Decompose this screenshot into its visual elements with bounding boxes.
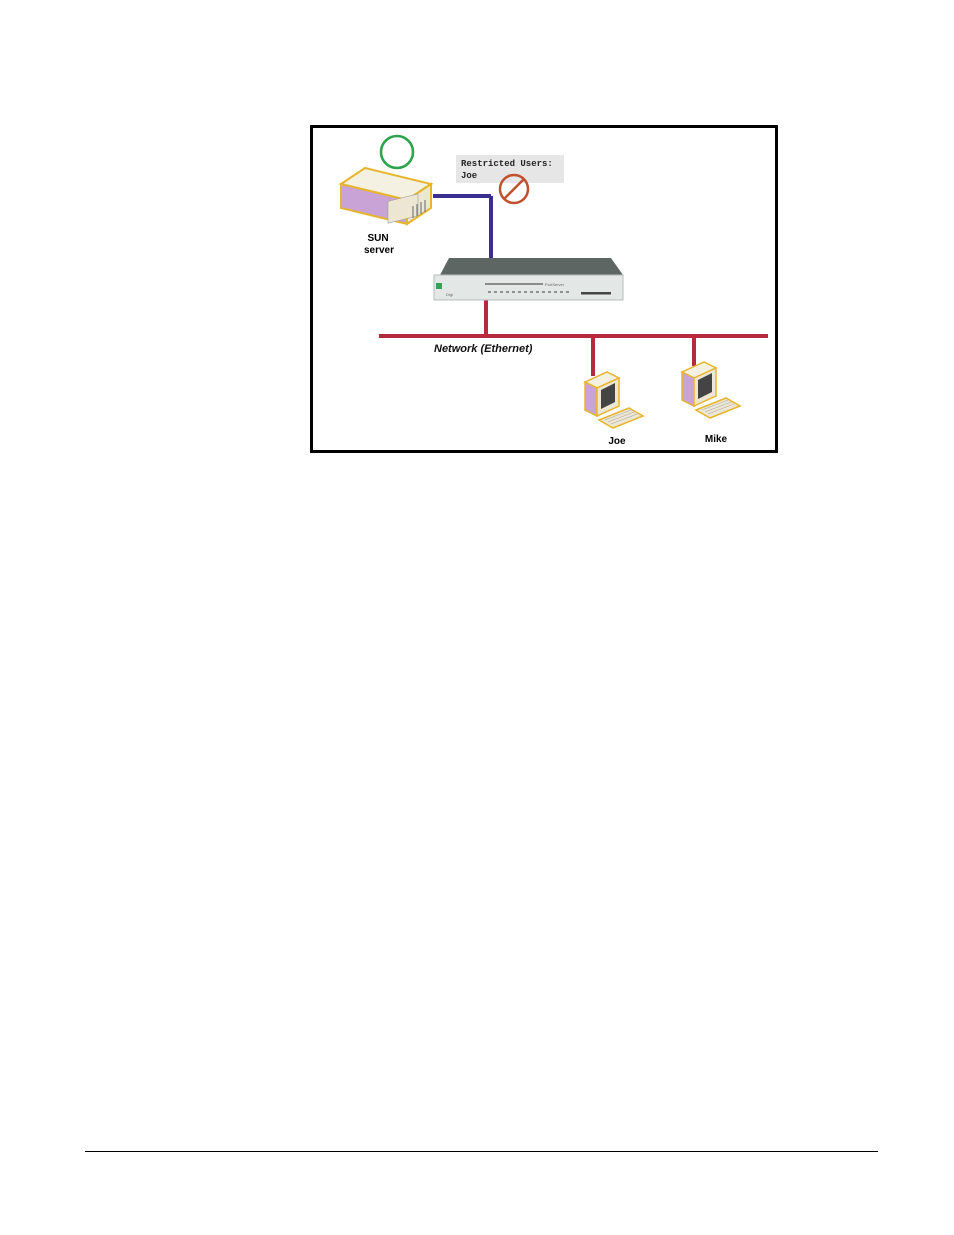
network-label: Network (Ethernet) bbox=[434, 343, 533, 355]
terminal-server-icon: Digi PortServer bbox=[434, 258, 623, 300]
footer-rule bbox=[85, 1151, 878, 1152]
user-label-joe: Joe bbox=[608, 436, 626, 447]
computer-icon bbox=[585, 372, 643, 428]
allowed-circle-icon bbox=[381, 136, 413, 168]
server-icon bbox=[341, 168, 431, 224]
restricted-users-box: Restricted Users: Joe bbox=[456, 155, 564, 183]
server-label-line1: SUN bbox=[367, 233, 388, 244]
server-label-line2: server bbox=[364, 245, 394, 256]
server-link bbox=[433, 196, 491, 260]
user-label-mike: Mike bbox=[705, 434, 728, 445]
device-brand: Digi bbox=[446, 292, 453, 297]
device-model: PortServer bbox=[545, 282, 565, 287]
network-diagram: SUN server Restricted Users: Joe bbox=[313, 128, 775, 450]
diagram-frame: SUN server Restricted Users: Joe bbox=[310, 125, 778, 453]
computer-icon bbox=[682, 362, 740, 418]
restricted-users-title: Restricted Users: bbox=[461, 159, 553, 169]
restricted-users-name: Joe bbox=[461, 171, 477, 181]
